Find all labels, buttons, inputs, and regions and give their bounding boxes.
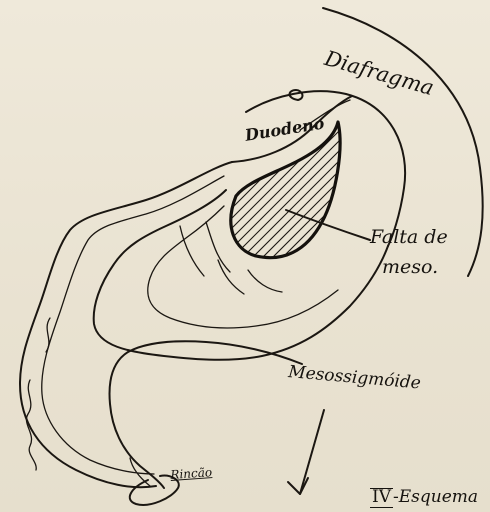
figure-caption-word: Esquema — [399, 487, 478, 507]
meso-pointer-line — [286, 210, 370, 240]
figure-numeral: IV — [370, 488, 393, 508]
label-rincao: Rincão — [170, 466, 212, 481]
colon-fold-1 — [206, 222, 230, 272]
label-falta-de: Falta de — [370, 228, 448, 247]
figure-caption: IV-Esquema — [370, 488, 478, 508]
colon-inner-wall — [148, 206, 338, 328]
colon-outer-contour — [20, 162, 232, 487]
colon-fold-3 — [248, 270, 282, 292]
label-meso: meso. — [382, 258, 438, 277]
haustra-wave-left — [26, 380, 36, 470]
arrow-head — [288, 478, 308, 494]
arrow-shaft — [300, 410, 324, 494]
colon-fold-2 — [218, 260, 244, 294]
colon-inner-loop — [94, 190, 388, 360]
haustra-wave-left-2 — [46, 318, 50, 352]
